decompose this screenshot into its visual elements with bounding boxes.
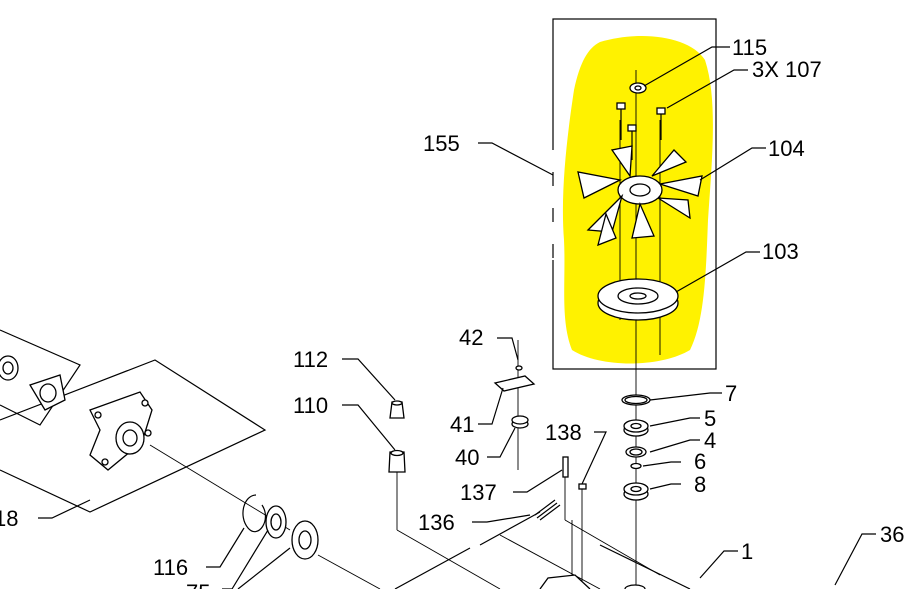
callout-18: 18 <box>0 506 18 531</box>
bearing-8 <box>623 482 649 501</box>
callout-42: 42 <box>459 325 483 350</box>
callout-5: 5 <box>704 406 716 431</box>
leader-lines <box>38 46 876 589</box>
spring-136 <box>534 499 561 521</box>
frame-line-1b <box>479 511 541 546</box>
callout-104: 104 <box>768 136 805 161</box>
callout-138: 138 <box>545 420 582 445</box>
bolt-138 <box>578 483 587 589</box>
nut-115 <box>629 82 647 94</box>
fitting-110 <box>388 449 406 473</box>
callout-3x-107: 3X 107 <box>752 57 822 82</box>
housing-hub <box>624 584 646 589</box>
washer-42 <box>515 365 523 371</box>
fitting-112 <box>389 400 405 419</box>
frame-line-1a <box>394 547 471 589</box>
bearing-5 <box>623 419 649 437</box>
pin-137 <box>562 456 569 478</box>
bearing-40 <box>511 415 529 429</box>
callout-6: 6 <box>694 449 706 474</box>
callout-136: 136 <box>418 510 455 535</box>
bearing-axis <box>317 554 381 589</box>
callout-112: 112 <box>293 347 328 372</box>
callout-41: 41 <box>450 412 474 437</box>
callout-36: 36 <box>880 522 904 547</box>
retaining-ring-7 <box>621 394 651 406</box>
axis-137-b <box>564 519 661 576</box>
pulley-103 <box>597 278 679 321</box>
axis-136 <box>499 534 601 589</box>
bolts-107 <box>616 102 666 160</box>
callout-103: 103 <box>762 239 799 264</box>
callout-4: 4 <box>704 428 716 453</box>
bearing-right <box>291 520 319 560</box>
bearing-75 <box>265 505 287 539</box>
callout-115: 115 <box>732 35 767 60</box>
hub-part-left <box>0 355 66 411</box>
callout-75: 75 <box>186 580 210 589</box>
callout-155: 155 <box>423 131 460 156</box>
callout-116: 116 <box>153 555 188 580</box>
callout-40: 40 <box>455 445 479 470</box>
housing-bottom <box>539 574 591 589</box>
washer-6 <box>630 462 642 470</box>
callout-7: 7 <box>725 381 737 406</box>
callout-8: 8 <box>694 472 706 497</box>
fan-104 <box>577 145 703 247</box>
spacer-4 <box>625 446 647 458</box>
frame-line-1c <box>599 544 691 589</box>
callout-110: 110 <box>293 393 328 418</box>
callout-137: 137 <box>460 480 497 505</box>
retaining-ring-116 <box>242 494 267 533</box>
bracket-41 <box>493 375 536 392</box>
hub-flange-left <box>89 391 153 471</box>
callout-1: 1 <box>741 539 753 564</box>
plate-left-lower <box>0 359 267 513</box>
